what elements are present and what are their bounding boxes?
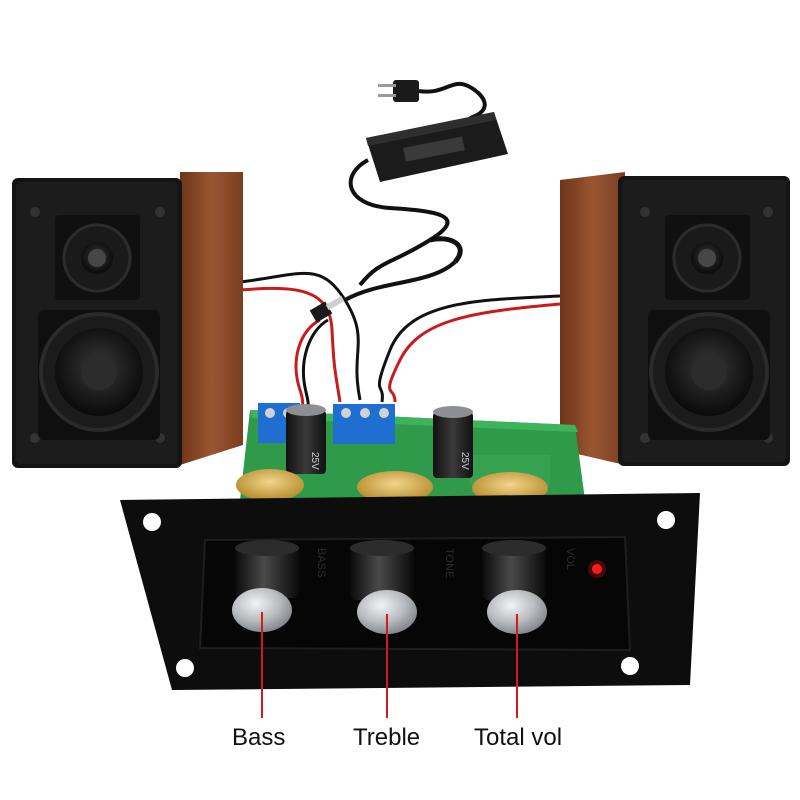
speaker-icon <box>55 215 140 300</box>
treble-knob[interactable] <box>350 540 417 634</box>
control-panel: BASS TONE VOL <box>120 493 700 690</box>
capacitor: 25V <box>286 404 326 474</box>
capacitor-label: 25V <box>459 452 470 470</box>
speaker-wires <box>239 271 561 414</box>
left-speaker <box>12 172 243 468</box>
power-plug-icon <box>378 80 487 120</box>
power-adapter-icon <box>344 112 508 302</box>
volume-knob[interactable] <box>482 540 547 634</box>
label-total-vol: Total vol <box>474 724 563 751</box>
capacitor-label: 25V <box>309 452 320 470</box>
speaker-icon <box>665 215 750 300</box>
callout-lines <box>261 612 518 718</box>
woofer <box>38 310 160 440</box>
amplifier-board: 25V 25V <box>236 403 585 504</box>
panel-label-tone: TONE <box>443 548 455 578</box>
panel-label-bass: BASS <box>315 548 327 577</box>
led-indicator-icon <box>588 560 606 578</box>
screw-terminal <box>333 404 395 444</box>
bass-knob[interactable] <box>232 540 299 632</box>
right-speaker <box>560 172 790 466</box>
panel-label-vol: VOL <box>564 548 576 570</box>
capacitor: 25V <box>433 406 473 478</box>
label-bass: Bass <box>232 724 286 751</box>
label-treble: Treble <box>353 724 421 751</box>
dc-jack <box>309 295 345 323</box>
woofer <box>648 310 770 440</box>
